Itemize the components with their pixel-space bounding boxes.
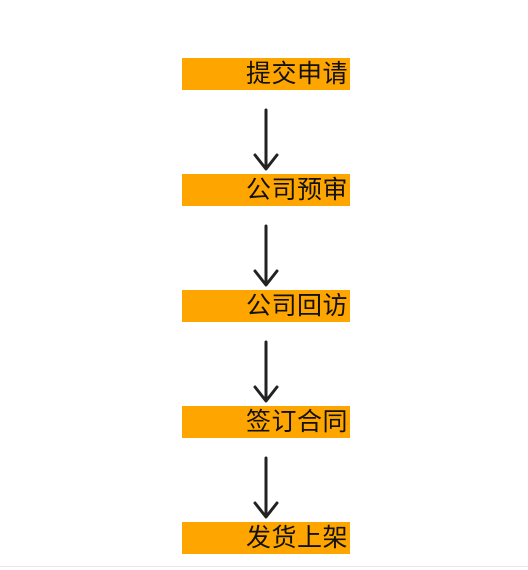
flow-step-label: 签订合同 xyxy=(245,407,348,436)
arrow-down-icon xyxy=(253,108,279,171)
flow-step-sign-contract: 签订合同 xyxy=(182,406,350,438)
flow-step-ship-and-list: 发货上架 xyxy=(182,522,350,554)
arrow-down-icon xyxy=(253,456,279,519)
arrow-down-icon xyxy=(253,224,279,287)
bottom-divider xyxy=(0,566,528,567)
flow-step-label: 公司预审 xyxy=(245,175,348,204)
flow-step-submit-application: 提交申请 xyxy=(182,58,350,90)
flow-step-company-preliminary-review: 公司预审 xyxy=(182,174,350,206)
flow-step-label: 提交申请 xyxy=(245,59,348,88)
flow-step-label: 发货上架 xyxy=(245,523,348,552)
flow-step-company-follow-up-visit: 公司回访 xyxy=(182,290,350,322)
arrow-down-icon xyxy=(253,340,279,403)
flow-step-label: 公司回访 xyxy=(245,291,348,320)
